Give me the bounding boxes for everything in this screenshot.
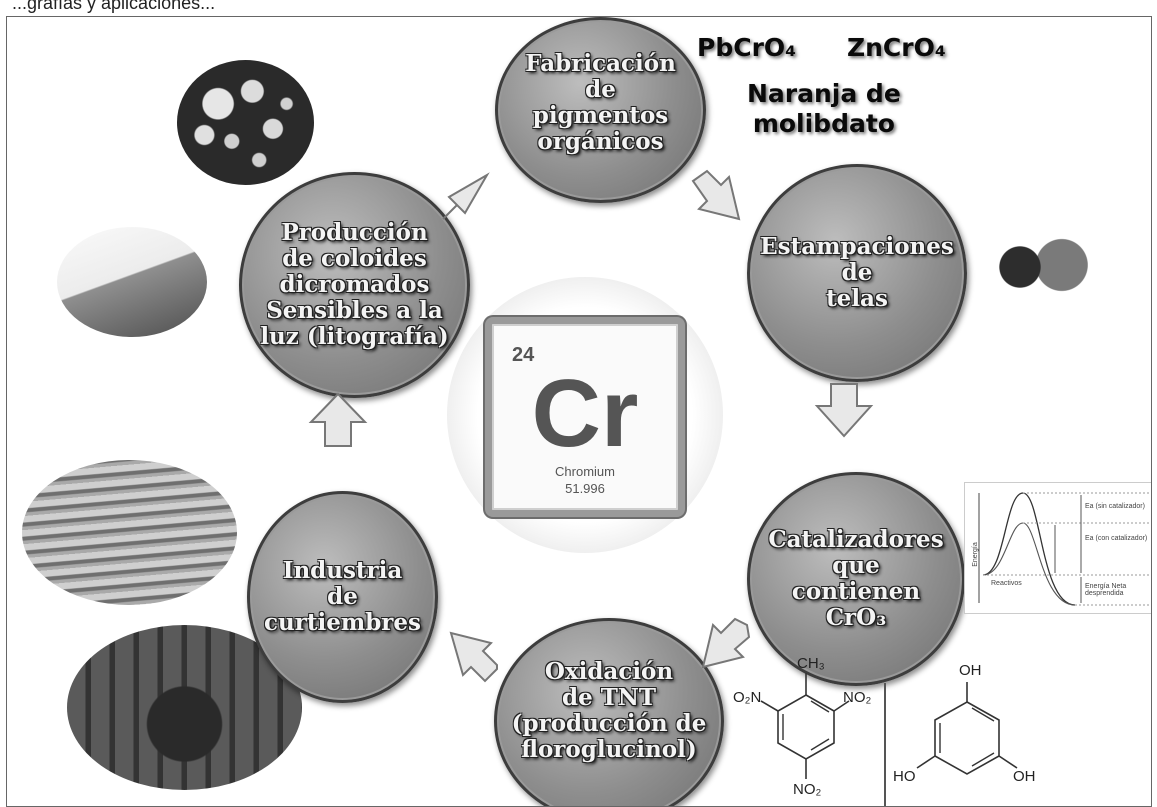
circle-tannery-label: Industria de curtiembres — [264, 557, 421, 636]
circle-tannery: Industria de curtiembres — [247, 491, 438, 703]
tnt-methyl: CH₃ — [797, 655, 825, 672]
arrow-pigments-to-fabric-icon — [687, 167, 747, 227]
energy-chart-ylabel: Energía — [971, 542, 979, 567]
circle-tnt-oxidation: Oxidación de TNT (producción de floroglu… — [494, 618, 724, 806]
tnt-molecule: CH₃ O₂N NO₂ NO₂ — [731, 647, 881, 806]
circle-pigments: Fabricación de pigmentos orgánicos — [495, 17, 706, 203]
arrow-tannery-to-colloids-icon — [307, 390, 369, 450]
photo-colloid-particles — [177, 60, 314, 185]
phloroglucinol-oh-left: HO — [893, 768, 916, 785]
arrow-colloids-to-pigments-icon — [435, 167, 495, 227]
circle-colloids: Producción de coloides dicromados Sensib… — [239, 172, 470, 398]
cropped-caption: ...grafías y aplicaciones... — [12, 0, 216, 13]
energy-chart-ea-uncat: Ea (sin catalizador) — [1085, 503, 1145, 510]
tnt-nitro-right: NO₂ — [843, 689, 872, 706]
molecule-separator — [884, 683, 886, 806]
arrow-tnt-to-tannery-icon — [443, 625, 503, 685]
label-lead-chromate: PbCrO₄ — [697, 33, 797, 62]
atomic-number: 24 — [512, 344, 535, 366]
phloroglucinol-molecule: OH HO OH — [887, 662, 1047, 806]
phloroglucinol-oh-right: OH — [1013, 768, 1036, 785]
element-symbol: Cr — [531, 360, 639, 467]
phloroglucinol-oh-top: OH — [959, 662, 982, 679]
circle-tnt-label: Oxidación de TNT (producción de floroglu… — [511, 658, 707, 763]
element-name: Chromium — [555, 464, 615, 479]
tnt-nitro-left: O₂N — [733, 689, 762, 706]
diagram-frame: 24 Cr Chromium 51.996 Fabricación de pig… — [6, 16, 1152, 807]
chromium-element-tile: 24 Cr Chromium 51.996 — [485, 317, 685, 517]
circle-pigments-label: Fabricación de pigmentos orgánicos — [525, 50, 676, 155]
energy-chart-reactants: Reactivos — [991, 580, 1022, 587]
circle-catalysts-label: Catalizadores que contienen CrO₃ — [768, 526, 944, 631]
photo-leather-hides — [22, 460, 237, 605]
energy-chart-net: Energía Neta desprendida — [1085, 583, 1127, 597]
circle-fabric-label: Estampaciones de telas — [760, 233, 954, 312]
energy-profile-chart: Energía Reactivos Ea (sin catalizador) E… — [964, 482, 1151, 614]
circle-colloids-label: Producción de coloides dicromados Sensib… — [260, 219, 449, 350]
atomic-mass: 51.996 — [565, 481, 605, 496]
label-molybdate-orange: Naranja de molibdato — [747, 79, 901, 138]
energy-chart-ea-cat: Ea (con catalizador) — [1085, 535, 1148, 542]
arrow-fabric-to-catalysts-icon — [813, 380, 875, 440]
circle-fabric-printing: Estampaciones de telas — [747, 164, 967, 382]
arrow-catalysts-to-tnt-icon — [695, 615, 755, 675]
label-zinc-chromate: ZnCrO₄ — [847, 33, 946, 62]
photo-printed-fabric — [987, 217, 1097, 317]
tnt-nitro-bottom: NO₂ — [793, 781, 822, 798]
photo-lithography — [57, 227, 207, 337]
circle-catalysts: Catalizadores que contienen CrO₃ — [747, 472, 965, 686]
